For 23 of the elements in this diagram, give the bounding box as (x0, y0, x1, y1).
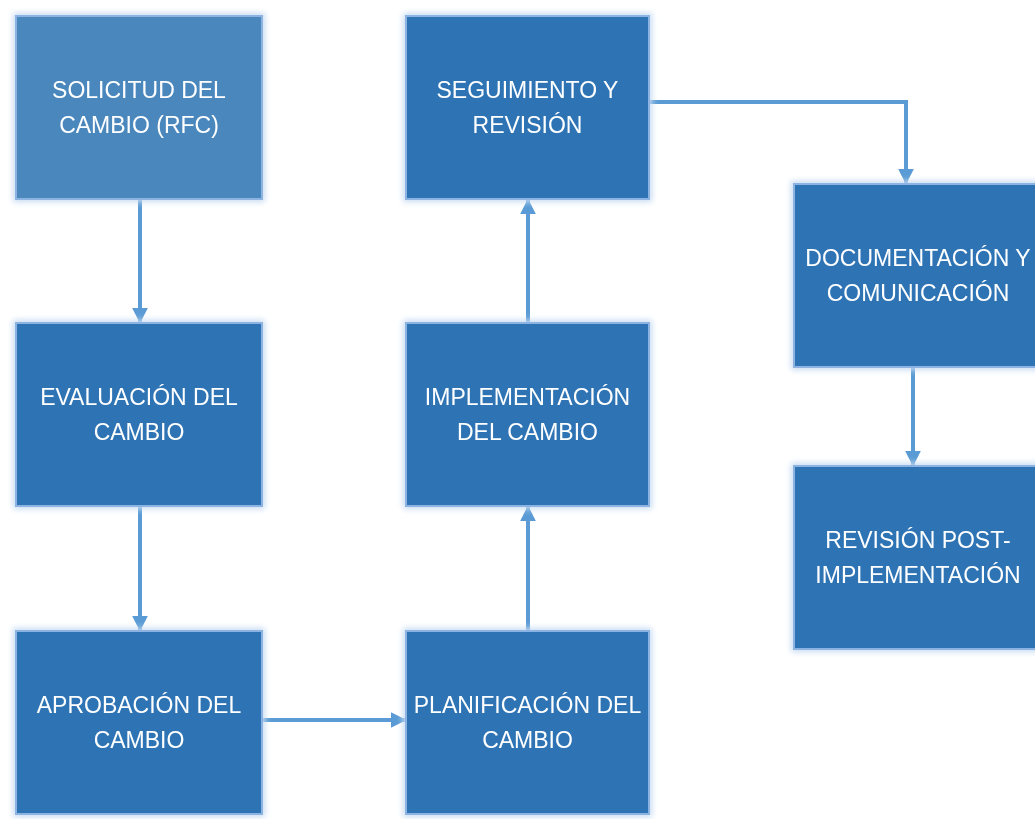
box-label: APROBACIÓN DEL CAMBIO (35, 690, 243, 755)
process-box (15, 322, 263, 507)
box-label: REVISIÓN POST-IMPLEMENTACIÓN (814, 525, 1022, 590)
process-box (793, 465, 1035, 650)
process-box (405, 15, 650, 200)
box-label: SOLICITUD DEL CAMBIO (RFC) (51, 75, 227, 140)
process-box (405, 322, 650, 507)
arrow (650, 100, 914, 185)
arrow (132, 200, 148, 324)
box-label: SEGUIMIENTO Y REVISIÓN (435, 75, 620, 140)
process-box (15, 630, 263, 815)
arrow (263, 712, 407, 728)
arrow (905, 368, 921, 467)
box-label: EVALUACIÓN DEL CAMBIO (39, 382, 239, 447)
box-label: PLANIFICACIÓN DEL CAMBIO (413, 690, 642, 755)
arrow (520, 198, 536, 322)
arrow (132, 507, 148, 632)
box-label: DOCUMENTACIÓN Y COMUNICACIÓN (804, 243, 1032, 308)
process-box (405, 630, 650, 815)
box-label: IMPLEMENTACIÓN DEL CAMBIO (423, 382, 632, 447)
arrow (520, 505, 536, 630)
process-box (793, 183, 1035, 368)
process-box (15, 15, 263, 200)
